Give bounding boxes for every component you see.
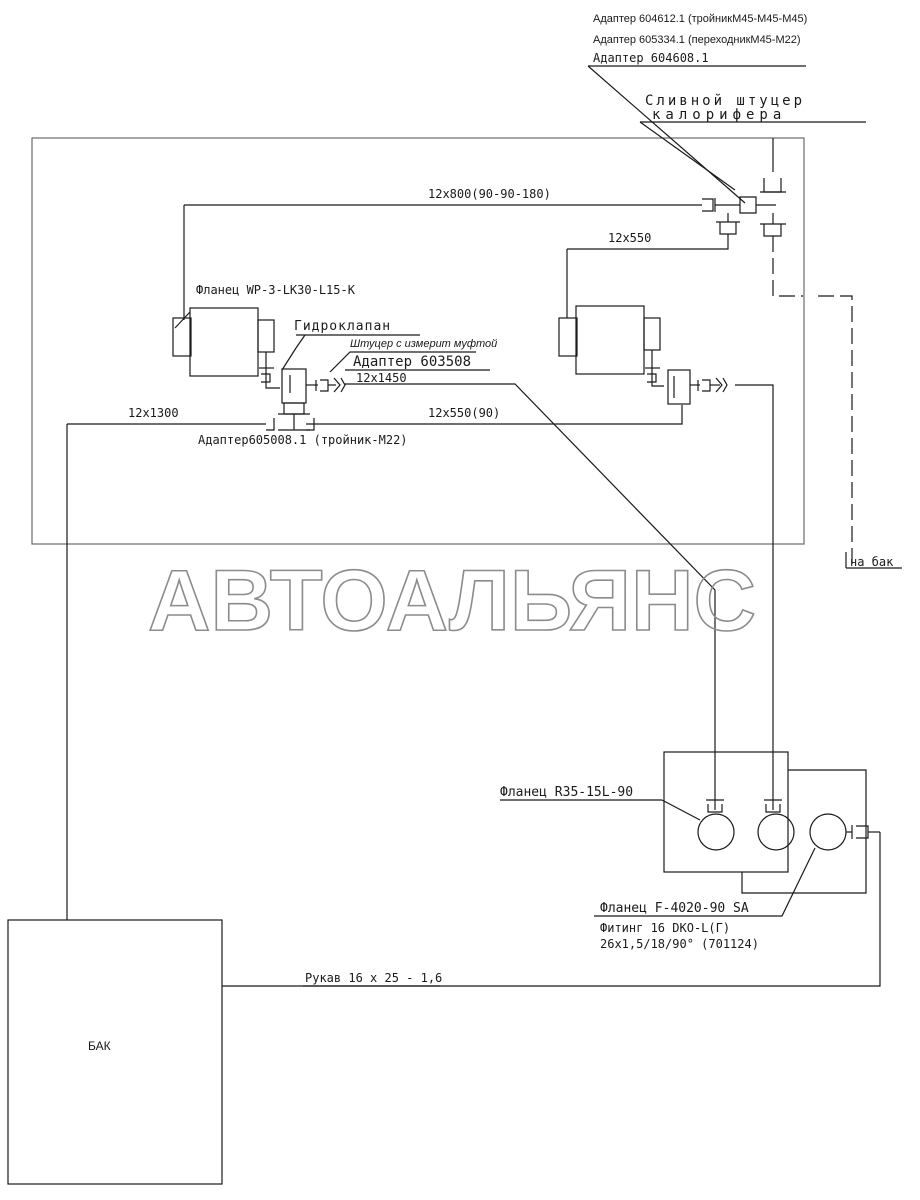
hydrovalve-leader-line [281, 334, 306, 371]
distributor-frame [741, 769, 867, 894]
r35-leader-line [661, 799, 701, 821]
measure-fitting [333, 377, 341, 393]
flange-f4020 [809, 813, 847, 851]
flange-leader-line [174, 311, 191, 329]
pressure-line-right [735, 384, 774, 800]
label-fitting-16-line2: 26x1,5/18/90° (701124) [600, 937, 759, 951]
label-hose-12x550-top: 12x550 [608, 231, 652, 245]
drain-fitting [702, 198, 714, 212]
distributor-block [663, 751, 789, 873]
label-to-tank: на бак [850, 555, 894, 569]
right-valve-fitting [702, 379, 711, 392]
left-motor-fitting [261, 373, 271, 383]
label-drain-fitting-line2: калорифера [652, 107, 787, 123]
label-hose-12x800: 12x800(90-90-180) [428, 187, 551, 201]
label-hose-12x550-90: 12x550(90) [428, 406, 501, 420]
measure-fitting [320, 379, 329, 392]
label-adapter-605008: Адаптер605008.1 (тройник-M22) [198, 433, 408, 447]
label-hose-12x1450: 12x1450 [356, 371, 407, 385]
label-flange-wp: Фланец WP-3-LK30-L15-K [196, 283, 355, 297]
right-valve-body [667, 369, 691, 405]
adapter-leader-line [587, 65, 746, 204]
label-adapter-603508: Адаптер 603508 [353, 354, 472, 370]
label-tank: БАК [88, 1039, 111, 1053]
drain-fitting [739, 196, 757, 214]
hydrovalve-base [283, 402, 305, 415]
tee-adapter [266, 418, 275, 431]
hose-12x550-90 [306, 405, 683, 425]
watermark-autoalliance: АВТОАЛЬЯНС [147, 552, 757, 642]
label-sleeve: Рукав 16 x 25 - 1,6 [305, 971, 443, 985]
left-motor-flange [172, 317, 192, 357]
drain-fitting [763, 178, 782, 193]
right-motor-end [643, 317, 661, 351]
measure-leader-line [329, 351, 476, 373]
label-drain-fitting-line1: Сливной штуцер [645, 93, 806, 109]
right-motor-fitting [651, 350, 664, 387]
label-hydrovalve: Гидроклапан [294, 319, 392, 334]
label-adapter-604612: Адаптер 604612.1 (тройникM45-M45-M45) [593, 13, 808, 25]
left-motor-body [189, 307, 259, 377]
right-motor-body [575, 305, 645, 375]
drain-fitting [763, 224, 782, 237]
label-flange-r35: Фланец R35-15L-90 [500, 785, 634, 800]
label-flange-f4020: Фланец F-4020-90 SA [600, 901, 749, 916]
left-motor-fitting [265, 352, 280, 389]
label-adapter-605334: Адаптер 605334.1 (переходникM45-M22) [593, 34, 801, 46]
label-fitting-16-line1: Фитинг 16 DKO-L(Г) [600, 921, 731, 935]
label-measure-fitting: Штуцер с измерит муфтой [350, 338, 498, 350]
label-adapter-604608: Адаптер 604608.1 [593, 51, 709, 65]
right-valve-fitting [715, 377, 723, 393]
flange-fitting [765, 804, 781, 813]
left-motor-end [257, 319, 275, 353]
drain-line-dashed [772, 236, 803, 297]
right-motor-flange [558, 317, 578, 357]
suction-hose [222, 832, 881, 987]
tank-body [7, 919, 223, 1185]
f4020-leader-line [594, 847, 816, 917]
drain-line-dashed [818, 295, 853, 568]
right-motor-fitting [647, 373, 657, 383]
hydrovalve-body [281, 368, 307, 404]
right-valve-fitting [722, 377, 728, 393]
measure-fitting [340, 377, 346, 393]
drain-leader-line [639, 121, 736, 191]
watermark-text: АВТОАЛЬЯНС [148, 553, 756, 642]
cabin-frame [31, 137, 805, 545]
flange-middle [757, 813, 795, 851]
flange-r35 [697, 813, 735, 851]
tee-adapter [306, 418, 315, 431]
hose-12x1450 [345, 383, 716, 800]
hose-12x550-top [567, 234, 729, 250]
label-hose-12x1300: 12x1300 [128, 406, 179, 420]
flange-fitting [707, 804, 723, 813]
drain-fitting [719, 222, 737, 235]
